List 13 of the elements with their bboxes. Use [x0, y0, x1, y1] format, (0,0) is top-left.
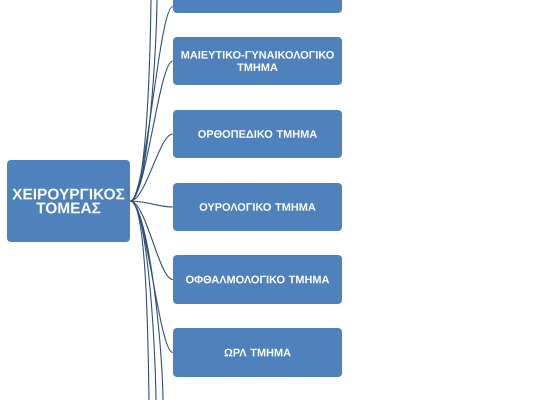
- connector-line: [130, 200, 174, 280]
- connector-line: [130, 200, 164, 400]
- branch-box: ΜΑΙΕΥΤΙΚΟ-ΓΥΝΑΙΚΟΛΟΓΙΚΟ ΤΜΗΜΑ: [173, 37, 342, 85]
- branch-box: [173, 0, 342, 13]
- branch-box: ΟΥΡΟΛΟΓΙΚΟ ΤΜΗΜΑ: [173, 183, 342, 231]
- root-box: ΧΕΙΡΟΥΡΓΙΚΟΣ ΤΟΜΕΑΣ: [7, 160, 130, 242]
- connector-line: [130, 134, 173, 202]
- connector-line: [130, 0, 158, 202]
- branch-box: ΟΦΘΑΛΜΟΛΟΓΙΚΟ ΤΜΗΜΑ: [173, 255, 342, 304]
- branch-box: ΩΡΛ ΤΜΗΜΑ: [173, 328, 342, 377]
- branch-box: ΟΡΘΟΠΕΔΙΚΟ ΤΜΗΜΑ: [173, 110, 342, 158]
- connector-line: [130, 200, 173, 208]
- connector-line: [130, 6, 174, 202]
